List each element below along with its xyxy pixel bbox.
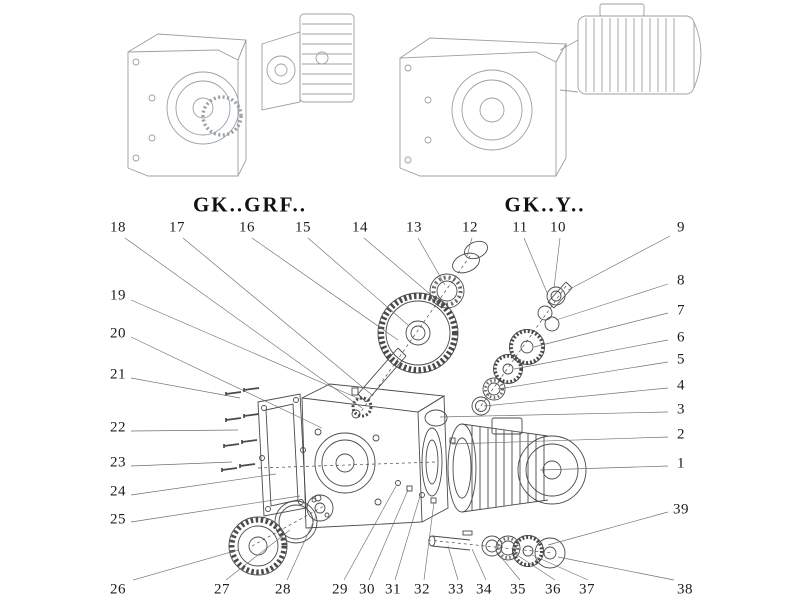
part-callout-31: 31 <box>385 581 401 598</box>
part-callout-39: 39 <box>673 501 689 518</box>
part-callout-8: 8 <box>677 272 685 289</box>
part-callout-29: 29 <box>332 581 348 598</box>
part-callout-19: 19 <box>110 287 126 304</box>
part-callout-23: 23 <box>110 454 126 471</box>
part-callout-3: 3 <box>677 401 685 418</box>
part-callout-36: 36 <box>545 581 561 598</box>
part-callout-22: 22 <box>110 419 126 436</box>
part-callout-33: 33 <box>448 581 464 598</box>
part-callout-16: 16 <box>239 219 255 236</box>
part-callout-5: 5 <box>677 351 685 368</box>
part-callout-2: 2 <box>677 426 685 443</box>
part-callout-11: 11 <box>512 219 528 236</box>
part-callout-18: 18 <box>110 219 126 236</box>
part-callout-34: 34 <box>476 581 492 598</box>
part-callout-20: 20 <box>110 325 126 342</box>
part-callout-4: 4 <box>677 377 685 394</box>
part-callout-7: 7 <box>677 302 685 319</box>
part-callout-21: 21 <box>110 366 126 383</box>
leader-lines <box>124 235 675 581</box>
part-callout-35: 35 <box>510 581 526 598</box>
part-callout-24: 24 <box>110 483 126 500</box>
part-callout-30: 30 <box>359 581 375 598</box>
part-callout-32: 32 <box>414 581 430 598</box>
part-callout-27: 27 <box>214 581 230 598</box>
part-callout-28: 28 <box>275 581 291 598</box>
part-callout-15: 15 <box>295 219 311 236</box>
series-title-grf: GK..GRF.. <box>192 192 308 217</box>
part-callout-37: 37 <box>579 581 595 598</box>
part-callout-38: 38 <box>677 581 693 598</box>
part-callout-9: 9 <box>677 219 685 236</box>
reference-gearbox-grf <box>127 13 355 177</box>
part-callout-1: 1 <box>677 455 685 472</box>
part-callout-17: 17 <box>169 219 185 236</box>
part-callout-10: 10 <box>550 219 566 236</box>
part-callout-26: 26 <box>110 581 126 598</box>
reference-gearbox-y <box>399 3 702 177</box>
exploded-assembly <box>221 240 587 576</box>
part-callout-6: 6 <box>677 329 685 346</box>
series-title-y: GK..Y.. <box>504 192 586 217</box>
part-callout-14: 14 <box>352 219 368 236</box>
part-callout-13: 13 <box>406 219 422 236</box>
part-callout-25: 25 <box>110 511 126 528</box>
part-callout-12: 12 <box>462 219 478 236</box>
